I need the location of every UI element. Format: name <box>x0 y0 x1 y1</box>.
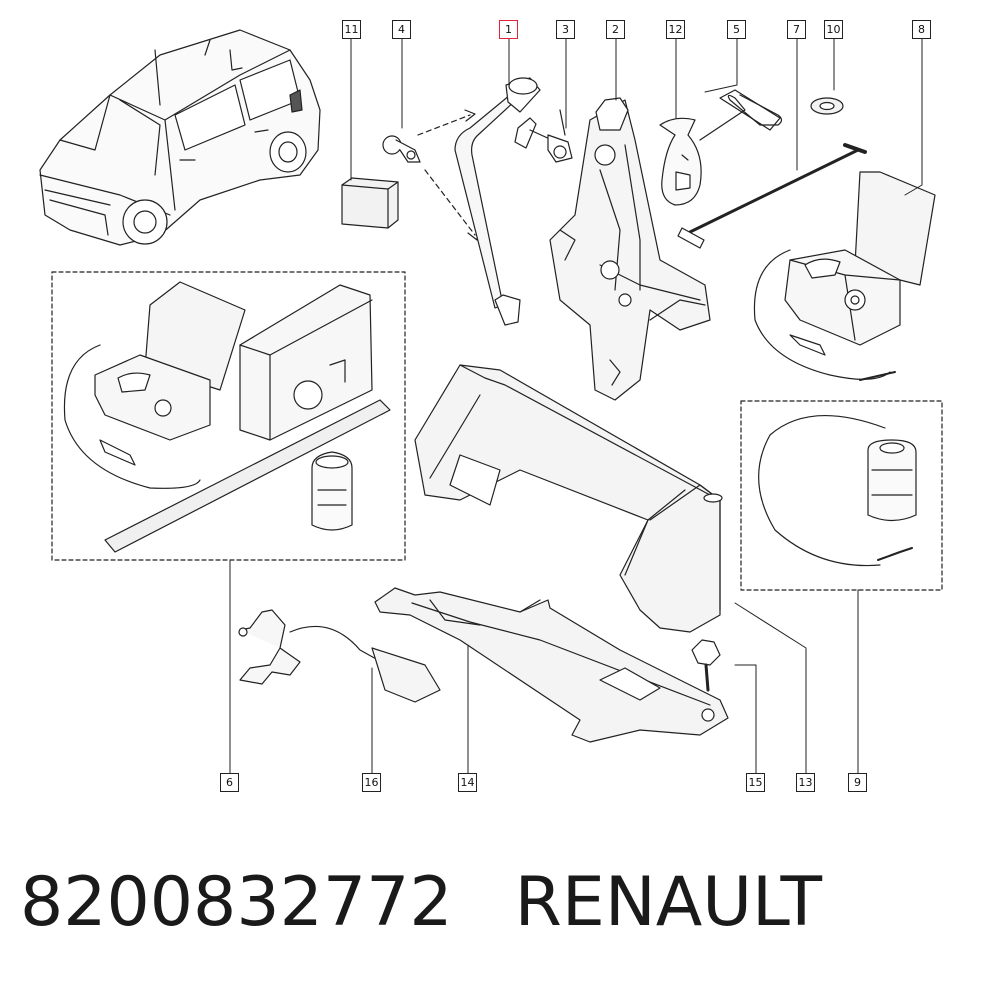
callout-13: 13 <box>796 773 815 792</box>
part-10-washer <box>810 97 844 115</box>
parts-diagram <box>39 29 943 774</box>
part-12-funnel <box>659 117 702 206</box>
callout-10: 10 <box>824 20 843 39</box>
part-11-block <box>341 177 399 229</box>
callout-15: 15 <box>746 773 765 792</box>
caption: 8200832772 RENAULT <box>20 858 822 948</box>
part-5-handle <box>699 89 783 141</box>
callout-14: 14 <box>458 773 477 792</box>
callout-6: 6 <box>220 773 239 792</box>
part-1-wheel-brace <box>454 77 541 326</box>
callout-7: 7 <box>787 20 806 39</box>
part-3-bolt <box>514 109 573 163</box>
part-2-jack <box>549 97 711 401</box>
callout-11: 11 <box>342 20 361 39</box>
callout-9: 9 <box>848 773 867 792</box>
leader-lines <box>229 37 923 774</box>
callout-5: 5 <box>727 20 746 39</box>
callout-3: 3 <box>556 20 575 39</box>
callout-2: 2 <box>606 20 625 39</box>
callout-4: 4 <box>392 20 411 39</box>
part-6-kit-group <box>51 271 406 561</box>
callout-8: 8 <box>912 20 931 39</box>
part-16-cable <box>238 609 441 703</box>
part-15-screw <box>691 639 721 692</box>
callout-12: 12 <box>666 20 685 39</box>
part-number: 8200832772 <box>20 863 453 942</box>
part-9-kit-group <box>740 400 943 591</box>
part-7-rod <box>677 143 867 249</box>
part-13-frame <box>414 364 723 633</box>
part-14-plate <box>374 587 729 743</box>
car-illustration <box>39 29 321 246</box>
part-4-clip <box>382 109 479 241</box>
part-8-compressor <box>753 171 936 381</box>
brand-name: RENAULT <box>514 863 823 942</box>
callout-16: 16 <box>362 773 381 792</box>
callout-1: 1 <box>499 20 518 39</box>
